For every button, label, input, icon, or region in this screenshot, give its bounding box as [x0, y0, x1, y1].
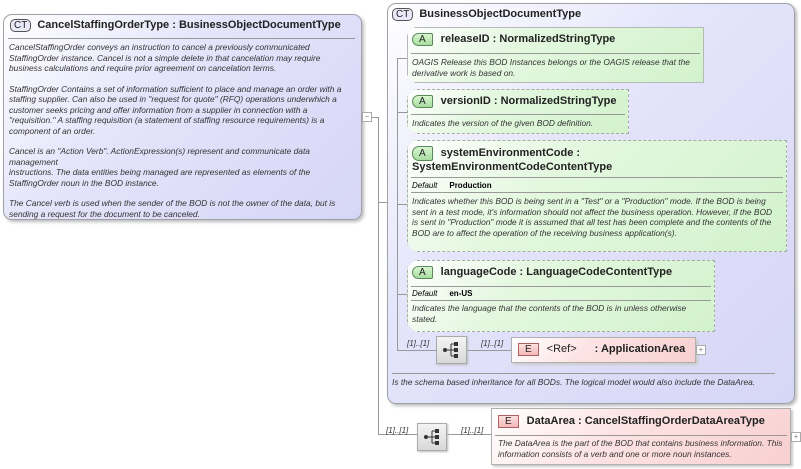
sequence-cardinality: [1]..[1] — [407, 339, 430, 348]
element-application-area[interactable]: E<Ref>: ApplicationArea — [511, 337, 696, 363]
complex-type-badge: CT — [10, 19, 32, 32]
base-type-description: Is the schema based inheritance for all … — [392, 377, 756, 387]
attribute-badge: A — [412, 146, 433, 161]
element-cardinality: [1]..[1] — [461, 426, 484, 435]
element-badge: E — [518, 343, 539, 356]
sequence-cardinality: [1]..[1] — [386, 426, 409, 435]
plus-box-icon[interactable]: + — [791, 432, 801, 442]
complex-type-badge: CT — [392, 8, 414, 21]
attribute-badge: A — [412, 266, 433, 279]
attribute-badge: A — [412, 33, 433, 46]
sequence-icon[interactable] — [417, 423, 447, 451]
sequence-icon[interactable] — [436, 336, 467, 364]
main-complex-type: CT CancelStaffingOrderType : BusinessObje… — [3, 14, 362, 220]
main-type-title: CancelStaffingOrderType : BusinessObject… — [37, 19, 341, 31]
minus-box-icon[interactable]: − — [362, 112, 372, 122]
element-badge: E — [498, 415, 519, 428]
attribute-badge: A — [412, 95, 433, 108]
main-type-description: CancelStaffingOrder conveys an instructi… — [9, 42, 342, 219]
base-type-title: BusinessObjectDocumentType — [419, 8, 582, 20]
plus-box-icon[interactable]: + — [696, 345, 706, 355]
element-cardinality: [1]..[1] — [481, 339, 504, 348]
